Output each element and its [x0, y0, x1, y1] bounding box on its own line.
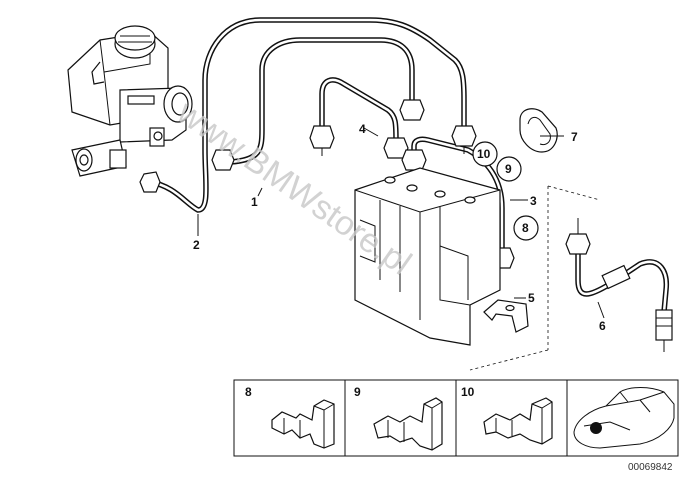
diagram-code: 00069842: [628, 462, 673, 473]
inset-panel: 8 9 10: [233, 379, 679, 457]
callout-7: 7: [571, 130, 578, 144]
clip-8: [271, 399, 335, 449]
mounting-bracket: [483, 299, 529, 333]
inset-label-9: 9: [354, 385, 361, 399]
inset-label-10: 10: [461, 385, 475, 399]
master-cylinder: [67, 25, 193, 177]
circled-8: 8: [522, 221, 529, 235]
callout-1: 1: [251, 195, 258, 209]
car-location-icon: [573, 387, 675, 449]
grommet: [519, 108, 558, 153]
leader-lines: [197, 127, 605, 371]
brake-pipes: [147, 17, 505, 251]
abs-hydraulic-unit: [354, 167, 501, 346]
callout-labels: 1 2 3 4 5 6 7: [193, 122, 606, 333]
inset-label-8: 8: [245, 385, 252, 399]
callout-2: 2: [193, 238, 200, 252]
callout-6: 6: [599, 319, 606, 333]
brake-hose: [565, 218, 673, 352]
callout-5: 5: [528, 291, 535, 305]
clip-10: [483, 397, 553, 445]
circled-9: 9: [505, 162, 512, 176]
circled-callouts: 10 9 8: [472, 141, 539, 241]
circled-10: 10: [477, 147, 491, 161]
callout-3: 3: [530, 194, 537, 208]
clip-9: [373, 397, 443, 451]
callout-4: 4: [359, 122, 366, 136]
